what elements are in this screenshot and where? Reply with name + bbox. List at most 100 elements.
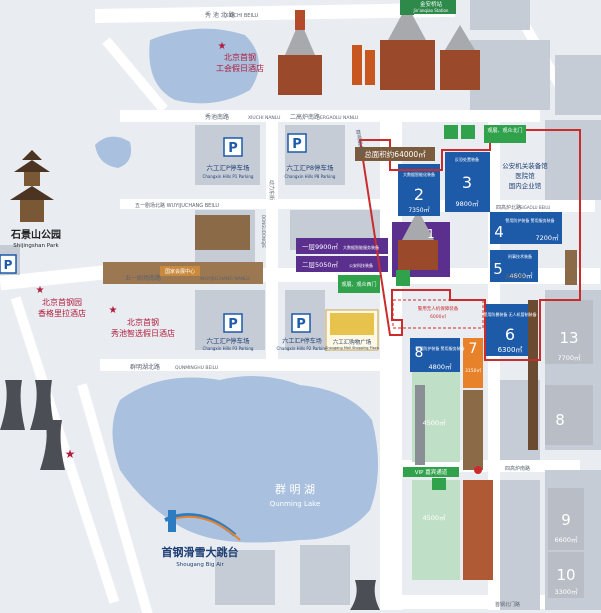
parking-icon-4: P [291,313,311,333]
hall-4-number: 4 [494,223,504,241]
floor2-sub: 公安科技装备 [349,262,373,268]
hotel1-pond [149,28,259,104]
road-wuyi-south-en: WUYIJUCHANG NANLU [200,276,250,282]
hall-8-right-number: 8 [555,411,565,429]
top-station-badge [406,0,456,14]
hall-13-number: 13 [559,329,578,347]
hall-3-area: 9800㎡ [455,199,479,208]
road-sigao-north-en: SIGAOLU BEILU [520,205,550,210]
total-area-badge [355,147,435,161]
shopping-plaza-en: Shougang Mall Shopping Plaza [325,346,379,350]
qunming-lake [112,376,379,543]
hall-1-number: 1 [427,227,435,241]
main-pavilion-label: 国家会展中心 [165,268,195,275]
vip-gate-badge [403,467,459,477]
hotel2-name-line1: 北京首钢园 [42,297,82,307]
police-pavilion-line2: 医院馆 [515,171,535,180]
road-wuyi-north: 五一剧场北路 WUYIJUCHANG BEILU [135,202,219,209]
svg-text:P: P [4,258,13,272]
svg-text:★: ★ [218,41,227,52]
top-station-name: 金安桥站 [420,0,443,8]
road-qunminghu-north-en: QUNMINGHU BEILU [175,365,218,371]
parking-2-en: Changxin Hills P8 Parking [285,174,336,179]
hall-6-desc: 警用防暴装备 无人机管制装备 [483,311,536,317]
drone-zone-line1: 警用无人机保障装备 [418,305,459,312]
road-xiuchi-south-en: XIUCHI NANLU [248,115,280,121]
road-xiuchi-south: 秀池南路 [205,113,229,121]
svg-text:P: P [228,317,238,332]
hall-2-number: 2 [414,185,424,204]
road-erxiangou-en: ERGAOLU NANLU [320,115,358,121]
hall-8-left-desc: 警用防护装备 警用服务装备 [415,345,464,351]
hotel-marker-1: ★ [218,41,227,52]
hall-9-area: 6600㎡ [554,535,578,544]
lake-name-en: Qunming Lake [270,500,321,508]
hall-10-area: 3300㎡ [554,587,578,596]
hall-6-number: 6 [505,325,515,344]
road-qunming-dajie: 群明湖大街 [354,129,365,155]
hall-2-area: 7350㎡ [408,206,429,214]
hall-5-desc: 刑事技术装备 [508,253,532,259]
hotel3-name-line1: 北京首钢 [127,317,159,327]
hotel3-name-line2: 秀池智选假日酒店 [111,328,175,338]
hall-3-number: 3 [462,173,472,192]
svg-text:P: P [228,141,238,156]
svg-text:P: P [292,137,302,152]
road-sigao-south: 四高炉南路 [505,465,530,472]
floor1-text: 一层9900㎡ [302,242,339,251]
hall-4-desc: 警用防护装备 警用服务装备 [505,217,554,223]
exhibition-zone [296,152,593,598]
parking-icon-3: P [223,313,243,333]
hall-7-area: 3150㎡ [465,367,481,374]
parking-2-name: 六工汇P8停车场 [286,163,334,172]
parking-4-name: 六工汇P停车场 [282,337,322,345]
hall-3-desc: 反恐处置装备 [455,156,479,162]
parking-3-name: 六工汇P停车场 [207,336,250,345]
parking-4-en: Changxin Hills P2 Parking [277,346,328,351]
shopping-plaza-name: 六工汇购物广场 [333,338,372,346]
hall-8-left-area: 4800㎡ [428,362,452,371]
hotel1-name-line1: 北京首钢 [224,52,256,62]
hotel2-name-line2: 香格里拉酒店 [38,308,86,318]
hall-8-left-number: 8 [415,345,424,361]
floor1-sub: 大数据智能服务装备 [343,244,379,250]
drone-zone-outline [392,299,484,329]
police-pavilion-line3: 国内企业馆 [509,181,542,190]
green2-area: 4500㎡ [422,513,446,522]
lake-name: 群 明 湖 [275,482,315,496]
vip-marker-icon [474,466,482,474]
vip-gate-text: VIP 嘉宾通道 [415,468,448,476]
parking-3-en: Changxin Hills P3 Parking [203,346,254,351]
ski-jump-icon [164,510,241,541]
police-pavilion-line1: 公安机关装备馆 [502,161,548,170]
big-air-name: 首钢滑雪大跳台 [162,545,239,559]
road-dongli: 动力东街 [268,180,275,200]
west-exit-text: 观展、观众西门 [341,281,376,288]
hall-9-number: 9 [561,511,571,529]
blast-furnace-icon [278,0,480,95]
hall-5-area: 4800㎡ [509,271,533,280]
north-exit-text: 观展、观众北门 [487,127,522,134]
parking-icon-1: P [223,137,243,157]
park-name: 石景山公园 [10,228,61,241]
marker-star-icon: ★ [65,447,76,461]
brown-building-row [103,215,263,284]
road-xiuchi-north: 秀 池 北 路 [205,11,235,19]
west-exit-icon [338,270,410,293]
road-wuyi-south: 五一剧场南路 [125,274,161,282]
hall-2-desc: 大数据智能化装备 [403,171,435,177]
parking-1-name: 六工汇P停车场 [207,163,250,172]
hall-10-number: 10 [556,566,575,584]
hall-4-area: 7200㎡ [535,233,559,242]
north-exit-icon [444,125,526,143]
hall-13-area: 7700㎡ [557,353,581,362]
top-station-en: Jin'anqiao Station [413,8,449,13]
drone-zone-line2: 6000㎡ [430,313,446,320]
hall-6-area: 6300㎡ [498,346,523,354]
road-labels: 秀 池 北 路 XIUCHI BEILU 秀池南路 XIUCHI NANLU 二… [125,11,550,608]
hotel-marker-3: ★ [109,305,118,316]
road-qunminghu-north: 群明湖北路 [130,363,160,371]
hall-5-number: 5 [493,260,503,278]
